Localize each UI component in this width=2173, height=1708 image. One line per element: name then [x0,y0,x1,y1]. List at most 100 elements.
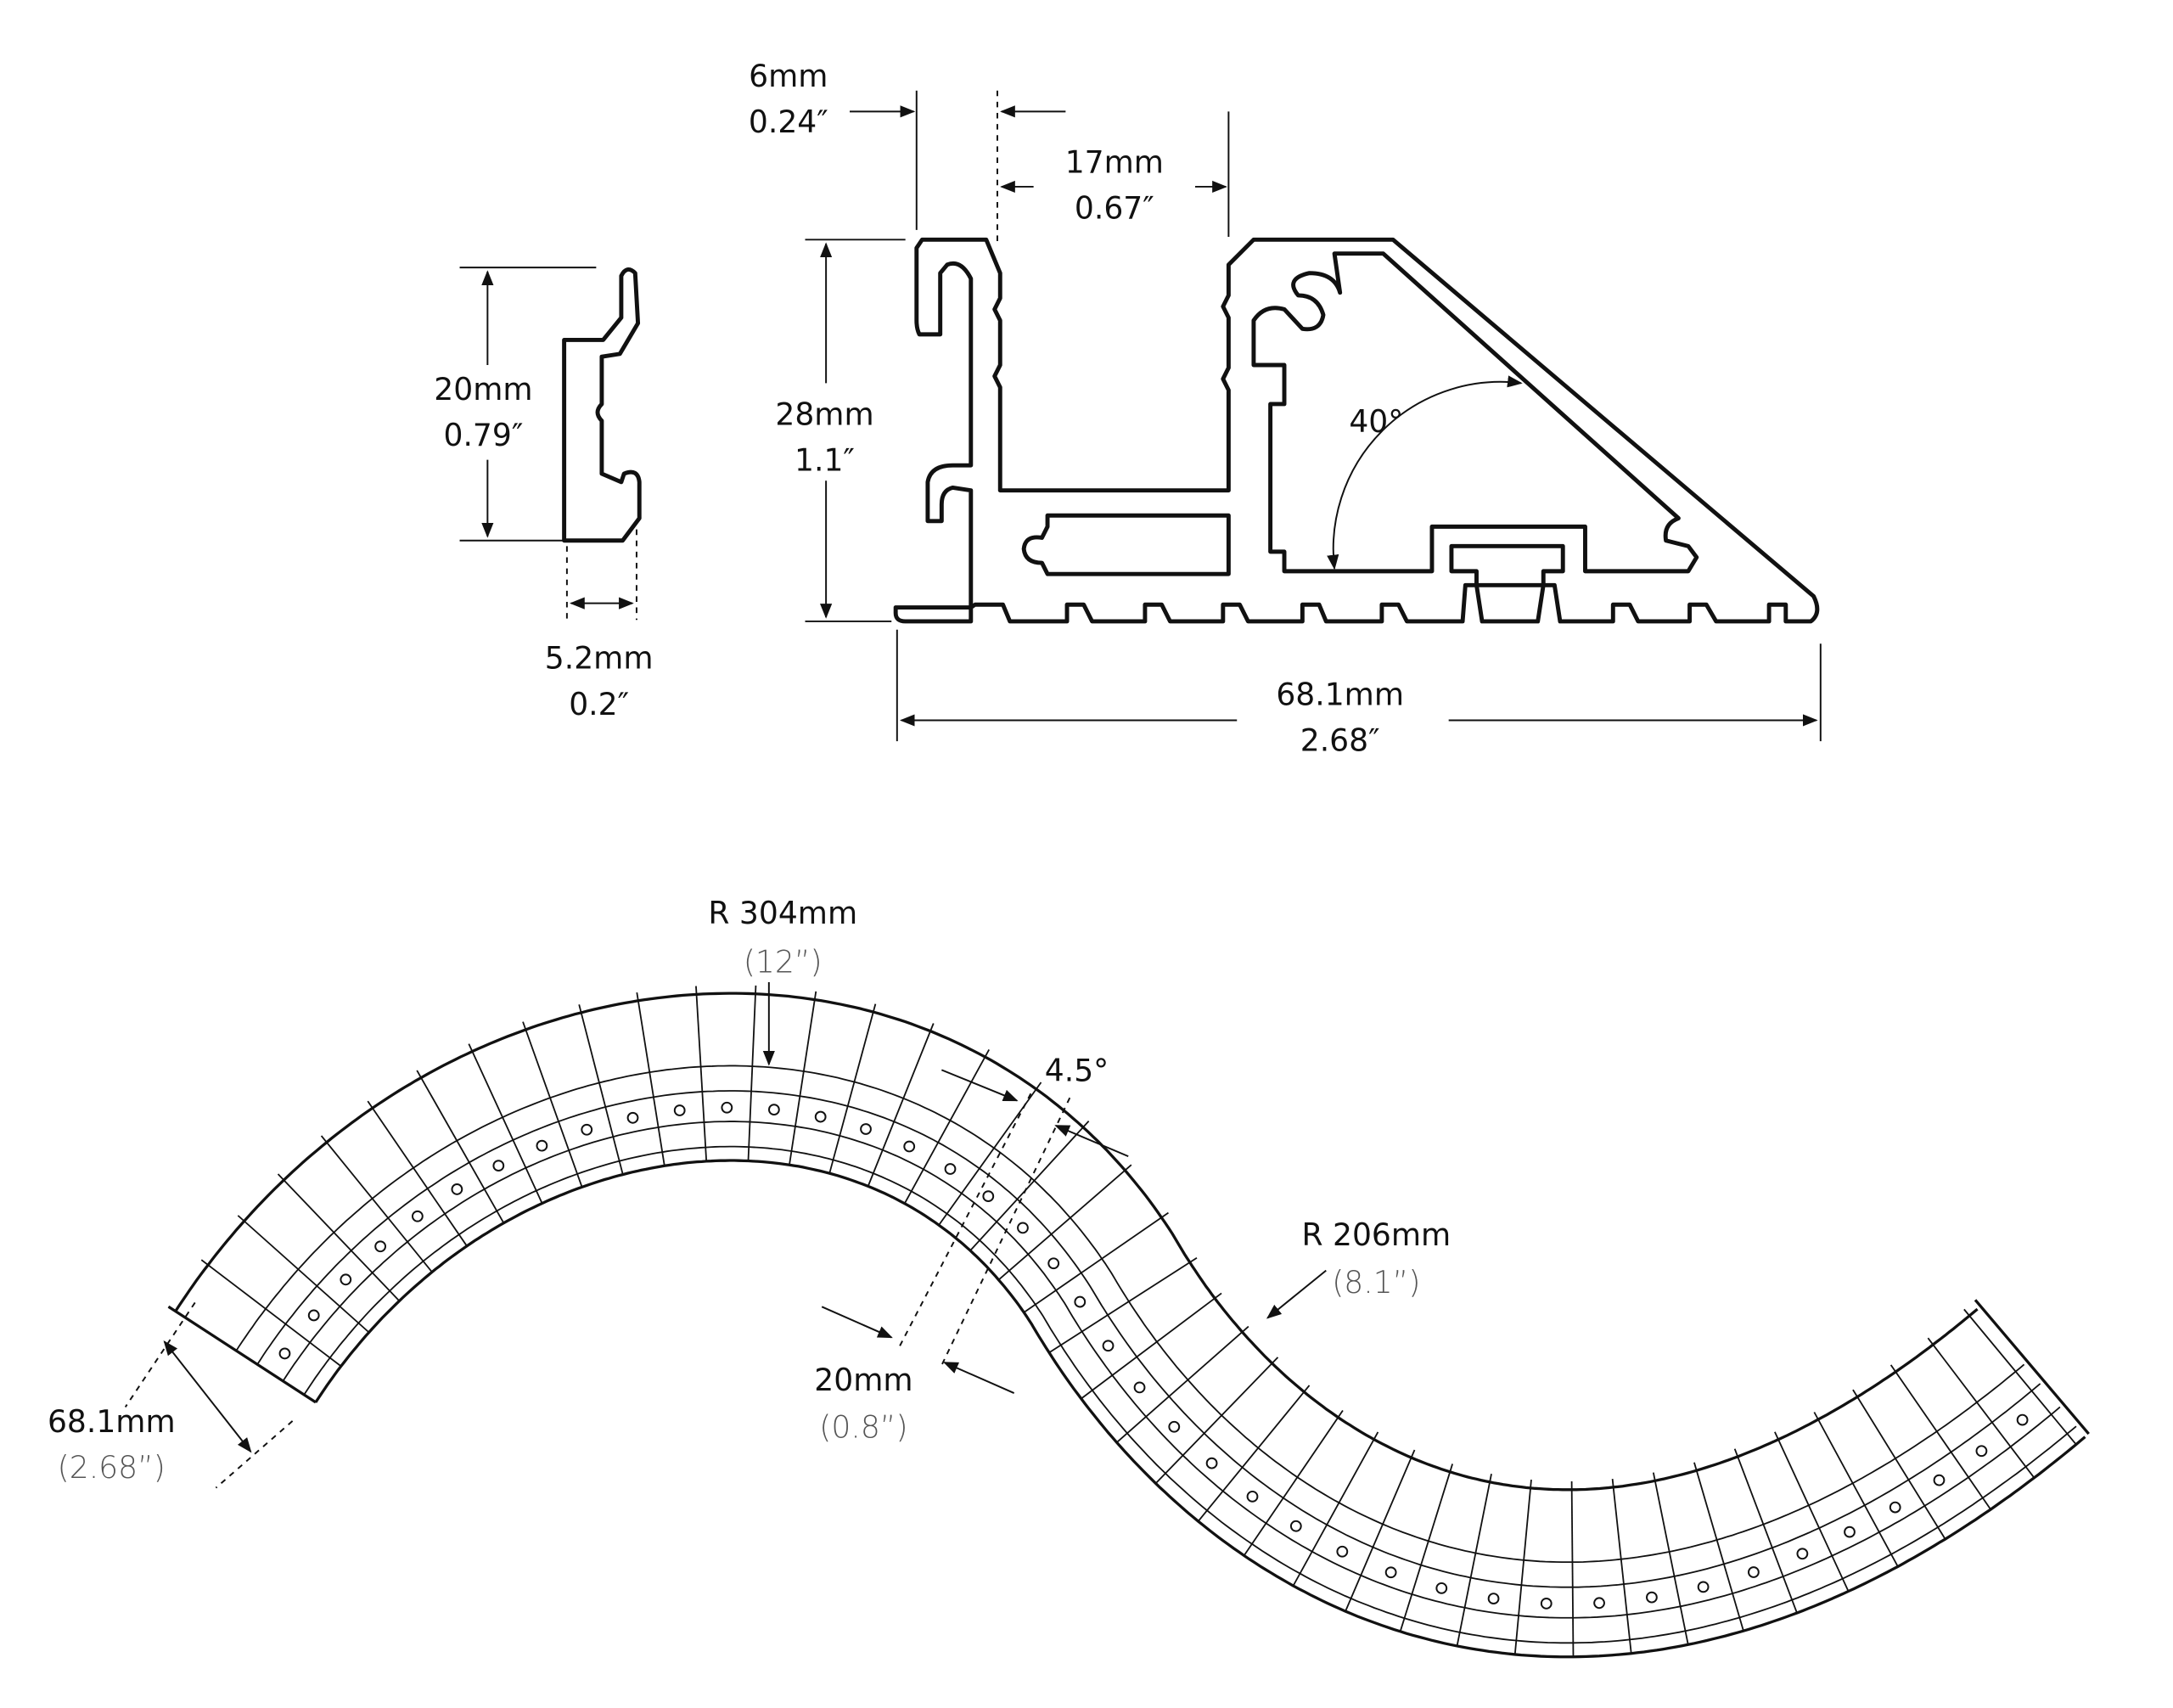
segment-hinge-hole [982,1190,995,1203]
segment-hinge-hole [1133,1381,1146,1394]
channel-width-mm: 17mm [1065,144,1164,181]
angle-arrow-right [1054,1125,1129,1158]
bent-strip-segments [167,985,2090,1659]
strip-segment-joint [1345,1449,1416,1612]
segment-hinge-hole [581,1123,593,1136]
strip-segment-joint [1570,1480,1575,1657]
segment-hinge-hole [1540,1598,1553,1610]
strip-segment-joint [1513,1479,1532,1655]
strip-segment-joint [747,985,757,1161]
strip-width-ext-top [124,1301,196,1408]
angle-arc [1327,375,1523,570]
strip-segment-joint [1081,1292,1222,1400]
radius-large-in: (12”) [744,943,823,980]
clip-outline [562,267,642,543]
strip-rail [256,1090,2041,1588]
segment-hinge-hole [374,1240,387,1253]
segment-hinge-hole [1796,1548,1809,1560]
strip-segment-joint [578,1004,624,1175]
segment-hinge-hole [1844,1525,1856,1538]
segment-pitch-in: (0.8”) [819,1409,907,1446]
strip-segment-joint [1048,1256,1198,1354]
radius-large-mm: R 304mm [708,895,857,931]
radius-small-in: (8.1”) [1332,1264,1420,1301]
segment-hinge-hole [860,1123,872,1135]
strip-segment-joint [367,1100,468,1247]
segment-hinge-hole [536,1139,548,1152]
segment-hinge-hole [626,1111,639,1124]
segment-hinge-hole [944,1163,957,1175]
segment-hinge-hole [1205,1457,1218,1469]
pitch-guide-2 [941,1097,1071,1366]
segment-hinge-hole [1593,1597,1605,1610]
strip-segment-joint [969,1121,1090,1251]
strip-width-ext-bottom [215,1420,294,1489]
segment-hinge-hole [1246,1490,1259,1503]
main-profile: 40° 6mm 0.24″ 17mm 0.67″ 28mm 1.1″ 68.1m… [749,58,1822,759]
segment-hinge-hole [1697,1581,1710,1593]
strip-end-cap [167,1305,317,1404]
segment-hinge-hole [814,1110,827,1123]
segment-pitch-mm: 20mm [814,1362,912,1398]
strip-segment-joint [1963,1308,2077,1446]
strip-segment-joint [1611,1479,1632,1654]
segment-hinge-hole [411,1210,424,1222]
strip-segment-joint [1456,1473,1492,1647]
strip-segment-joint [1023,1211,1169,1313]
segment-hinge-hole [1047,1257,1060,1270]
segment-hinge-hole [307,1309,320,1322]
segment-hinge-hole [1435,1582,1448,1594]
strip-segment-joint [1852,1389,1946,1540]
strip-segment-joint [789,991,817,1166]
segment-hinge-hole [1102,1340,1115,1352]
clip-profile: 20mm 0.79″ 5.2mm 0.2″ [434,267,654,722]
strip-segment-joint [468,1043,543,1204]
bent-profile: R 304mm (12”) 4.5° R 206mm (8.1”) 20mm (… [48,895,2090,1659]
strip-segment-joint [828,1003,877,1174]
segment-hinge-hole [903,1140,916,1153]
strip-segment-joint [320,1135,433,1273]
strip-segment-joint [1813,1412,1899,1567]
clip-height-mm: 20mm [434,371,532,407]
lip-width-mm: 6mm [749,58,828,94]
segment-angle-label: 4.5° [1045,1052,1109,1088]
segment-hinge-hole [2016,1413,2029,1426]
segment-hinge-hole [1975,1445,1988,1458]
strip-segment-joint [1243,1409,1344,1556]
segment-hinge-hole [1336,1545,1349,1558]
strip-segment-joint [1154,1357,1279,1485]
segment-hinge-hole [673,1104,686,1116]
strip-segment-joint [1652,1472,1689,1645]
segment-hinge-hole [1487,1593,1500,1605]
segment-hinge-hole [1289,1520,1302,1532]
pitch-guide-1 [897,1093,1032,1350]
strip-segment-joint [200,1259,342,1368]
profile-triangle-cavity [1251,251,1699,574]
segment-hinge-hole [1748,1566,1760,1578]
strip-segment-joint [1693,1462,1744,1632]
strip-segment-joint [1733,1448,1798,1614]
strip-width-mm: 68.1mm [48,1403,176,1440]
radius-small-arrow [1266,1269,1327,1319]
strip-segment-joint [1116,1325,1249,1443]
segment-hinge-hole [1074,1295,1086,1308]
segment-hinge-hole [1889,1501,1901,1514]
segment-hinge-hole [1933,1474,1946,1486]
clip-width-mm: 5.2mm [545,640,654,677]
channel-width-in: 0.67″ [1075,190,1154,227]
strip-segment-joint [277,1173,401,1302]
segment-hinge-hole [492,1160,505,1172]
strip-rail [174,992,1979,1492]
strip-segment-joint [1927,1337,2035,1479]
segment-hinge-hole [1017,1222,1029,1234]
clip-width-in: 0.2″ [569,686,629,722]
strip-width-arrow [163,1340,252,1453]
strip-segment-joint [1889,1364,1991,1510]
total-width-in: 2.68″ [1300,722,1380,759]
segment-hinge-hole [278,1347,291,1360]
strip-rail [282,1121,2061,1619]
strip-segment-joint [237,1215,370,1334]
strip-segment-joint [1197,1385,1311,1522]
lip-width-in: 0.24″ [749,104,828,140]
